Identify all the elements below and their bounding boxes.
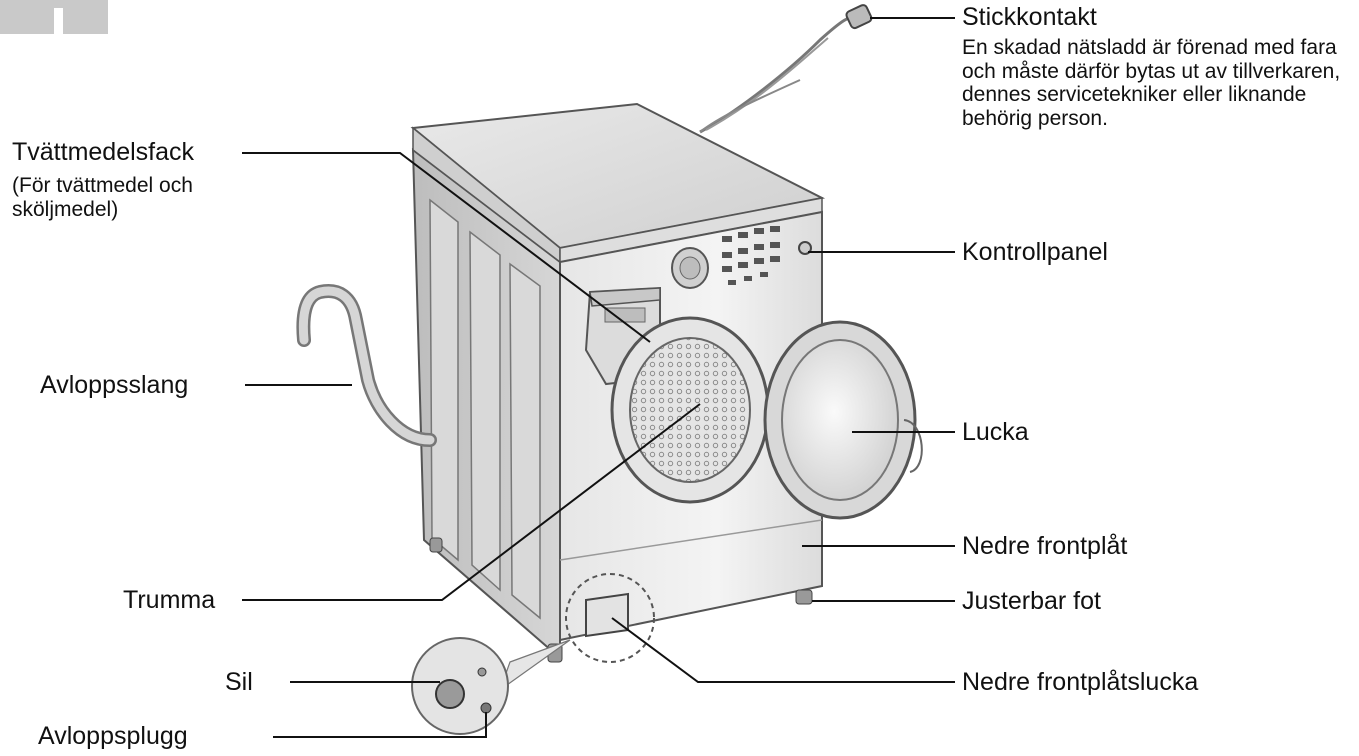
lower-cover-highlight (565, 573, 655, 663)
label-kontrollpanel: Kontrollpanel (962, 238, 1108, 266)
label-lucka: Lucka (962, 418, 1029, 446)
label-justerbar-fot: Justerbar fot (962, 587, 1101, 615)
label-stickkontakt: Stickkontakt (962, 3, 1097, 31)
note-stickkontakt: En skadad nätsladd är förenad med fara o… (962, 36, 1341, 130)
lower-front-cover-hatch (585, 592, 629, 638)
label-tvattmedelsfack: Tvättmedelsfack (12, 138, 195, 166)
label-nedre-frontplatslucka: Nedre frontplåtslucka (962, 668, 1199, 696)
power-cord (699, 14, 863, 134)
label-sil: Sil (225, 668, 253, 696)
note-tvattmedelsfack: (För tvättmedel och sköljmedel) (12, 174, 193, 221)
plug-icon (845, 4, 873, 30)
drain-plug-icon (480, 702, 492, 714)
corner-tab (0, 0, 108, 34)
label-nedre-frontplat: Nedre frontplåt (962, 532, 1128, 560)
adjustable-foot (795, 589, 813, 605)
filter-icon (435, 679, 465, 709)
label-trumma: Trumma (123, 586, 216, 614)
label-avloppsslang: Avloppsslang (40, 371, 189, 399)
label-avloppsplugg: Avloppsplugg (38, 722, 188, 750)
